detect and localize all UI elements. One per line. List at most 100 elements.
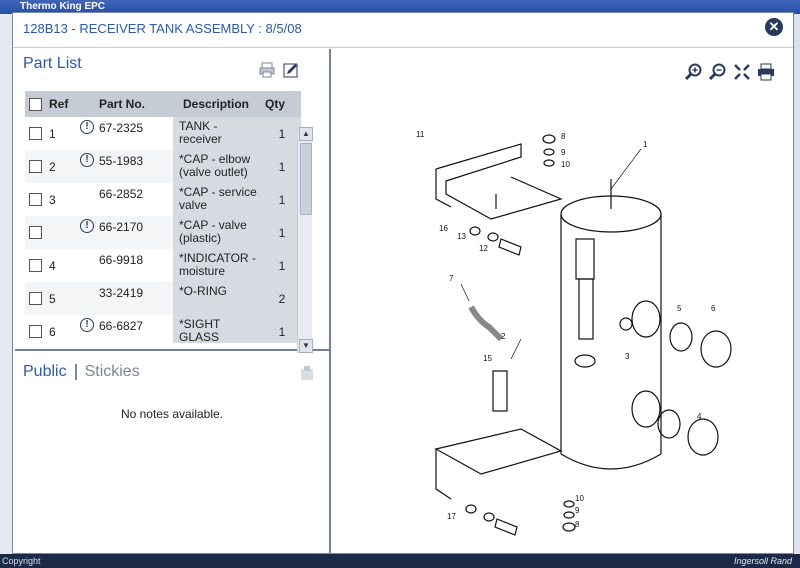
table-header: Ref Part No. Description Qty xyxy=(25,91,301,117)
close-icon[interactable]: ✕ xyxy=(765,18,783,36)
no-notes-message: No notes available. xyxy=(120,407,224,421)
warning-icon[interactable]: ! xyxy=(80,120,94,134)
diagram-callout[interactable]: 8 xyxy=(575,520,580,529)
diagram-callout[interactable]: 3 xyxy=(625,352,630,361)
exploded-parts-diagram[interactable]: 11 8 9 10 1 16 13 12 7 2 15 3 5 6 4 17 10 9 8 xyxy=(371,89,771,549)
diagram-callout[interactable]: 6 xyxy=(711,304,716,313)
app-title: Thermo King EPC xyxy=(20,1,106,12)
ref-cell: 5 xyxy=(49,292,56,306)
description-cell: *INDICATOR - moisture xyxy=(173,249,263,282)
description-cell: *CAP - elbow (valve outlet) xyxy=(173,150,263,183)
diagram-callout[interactable]: 5 xyxy=(677,304,682,313)
qty-cell: 2 xyxy=(263,282,301,315)
row-checkbox[interactable] xyxy=(29,292,42,305)
diagram-callout[interactable]: 2 xyxy=(501,332,506,341)
print-diagram-icon[interactable] xyxy=(757,63,775,81)
part-list-table: Ref Part No. Description Qty 1! 67-2325 TA… xyxy=(25,91,301,343)
col-qty[interactable]: Qty xyxy=(265,97,286,111)
description-cell: TANK - receiver xyxy=(173,117,263,150)
ref-cell: 3 xyxy=(49,193,56,207)
table-row[interactable]: ! 66-2170 *CAP - valve (plastic)1 xyxy=(25,216,301,249)
col-description[interactable]: Description xyxy=(183,97,250,111)
add-note-icon[interactable] xyxy=(299,365,315,381)
description-cell: *SIGHT GLASS xyxy=(173,315,263,343)
diagram-callout[interactable]: 9 xyxy=(561,148,566,157)
part-number-cell[interactable]: 67-2325 xyxy=(99,121,144,135)
diagram-callout[interactable]: 9 xyxy=(575,506,580,515)
diagram-callout[interactable]: 12 xyxy=(479,244,488,253)
diagram-callout[interactable]: 13 xyxy=(457,232,466,241)
part-number-cell[interactable]: 66-9918 xyxy=(99,253,144,267)
row-checkbox[interactable] xyxy=(29,226,42,239)
zoom-in-icon[interactable] xyxy=(685,63,703,81)
qty-cell: 1 xyxy=(263,216,301,249)
modal-header: 128B13 - RECEIVER TANK ASSEMBLY : 8/5/08… xyxy=(13,13,793,48)
warning-icon[interactable]: ! xyxy=(80,318,94,332)
app-titlebar: Thermo King EPC xyxy=(0,0,800,14)
diagram-callout[interactable]: 4 xyxy=(697,412,702,421)
diagram-callout[interactable]: 10 xyxy=(575,494,584,503)
warning-icon[interactable]: ! xyxy=(80,153,94,167)
row-checkbox[interactable] xyxy=(29,325,42,338)
col-ref[interactable]: Ref xyxy=(49,97,69,111)
col-part-no[interactable]: Part No. xyxy=(99,97,146,111)
print-icon[interactable] xyxy=(259,62,275,78)
table-scrollbar[interactable]: ▲ ▼ xyxy=(297,127,313,353)
edit-icon[interactable] xyxy=(283,62,299,78)
tab-public[interactable]: Public xyxy=(23,363,67,380)
diagram-callout[interactable]: 1 xyxy=(643,140,648,149)
description-cell: *CAP - valve (plastic) xyxy=(173,216,263,249)
app-statusbar: Copyright Ingersoll Rand xyxy=(0,554,800,568)
modal-title: 128B13 - RECEIVER TANK ASSEMBLY : 8/5/08 xyxy=(23,21,302,36)
fit-icon[interactable] xyxy=(733,63,751,81)
part-list-panel: Part List Ref Part No. Description Qty 1… xyxy=(15,49,329,353)
left-column: Part List Ref Part No. Description Qty 1… xyxy=(15,49,331,553)
diagram-callout[interactable]: 17 xyxy=(447,512,456,521)
ref-cell: 6 xyxy=(49,325,56,339)
part-number-cell[interactable]: 66-6827 xyxy=(99,319,144,333)
qty-cell: 1 xyxy=(263,150,301,183)
row-checkbox[interactable] xyxy=(29,193,42,206)
diagram-callout[interactable]: 8 xyxy=(561,132,566,141)
brand-logo: Ingersoll Rand xyxy=(733,556,792,566)
part-number-cell[interactable]: 66-2170 xyxy=(99,220,144,234)
scroll-up-icon[interactable]: ▲ xyxy=(299,127,313,141)
row-checkbox[interactable] xyxy=(29,160,42,173)
qty-cell: 1 xyxy=(263,117,301,150)
row-checkbox[interactable] xyxy=(29,127,42,140)
diagram-callout[interactable]: 10 xyxy=(561,160,570,169)
tab-stickies[interactable]: Stickies xyxy=(84,363,140,380)
select-all-checkbox[interactable] xyxy=(29,98,42,111)
description-cell: *O-RING xyxy=(173,282,263,315)
qty-cell: 1 xyxy=(263,183,301,216)
table-row[interactable]: 2! 55-1983 *CAP - elbow (valve outlet)1 xyxy=(25,150,301,183)
scroll-thumb[interactable] xyxy=(300,143,312,215)
zoom-out-icon[interactable] xyxy=(709,63,727,81)
qty-cell: 1 xyxy=(263,249,301,282)
qty-cell: 1 xyxy=(263,315,301,343)
copyright-text: Copyright xyxy=(2,556,41,566)
notes-tabs: Public Stickies xyxy=(23,363,140,381)
diagram-callout[interactable]: 15 xyxy=(483,354,492,363)
part-number-cell[interactable]: 55-1983 xyxy=(99,154,144,168)
part-number-cell[interactable]: 66-2852 xyxy=(99,187,144,201)
part-list-title: Part List xyxy=(23,55,82,72)
diagram-callout[interactable]: 7 xyxy=(449,274,454,283)
diagram-callout[interactable]: 11 xyxy=(416,130,425,139)
diagram-callout[interactable]: 16 xyxy=(439,224,448,233)
ref-cell: 2 xyxy=(49,160,56,174)
warning-icon[interactable]: ! xyxy=(80,219,94,233)
assembly-modal: 128B13 - RECEIVER TANK ASSEMBLY : 8/5/08… xyxy=(12,12,794,554)
row-checkbox[interactable] xyxy=(29,259,42,272)
notes-panel: Public Stickies No notes available. xyxy=(15,351,329,553)
tab-divider xyxy=(74,363,77,380)
diagram-panel: 11 8 9 10 1 16 13 12 7 2 15 3 5 6 4 17 10 9 8 xyxy=(331,49,793,553)
scroll-down-icon[interactable]: ▼ xyxy=(299,339,313,353)
part-number-cell[interactable]: 33-2419 xyxy=(99,286,144,300)
